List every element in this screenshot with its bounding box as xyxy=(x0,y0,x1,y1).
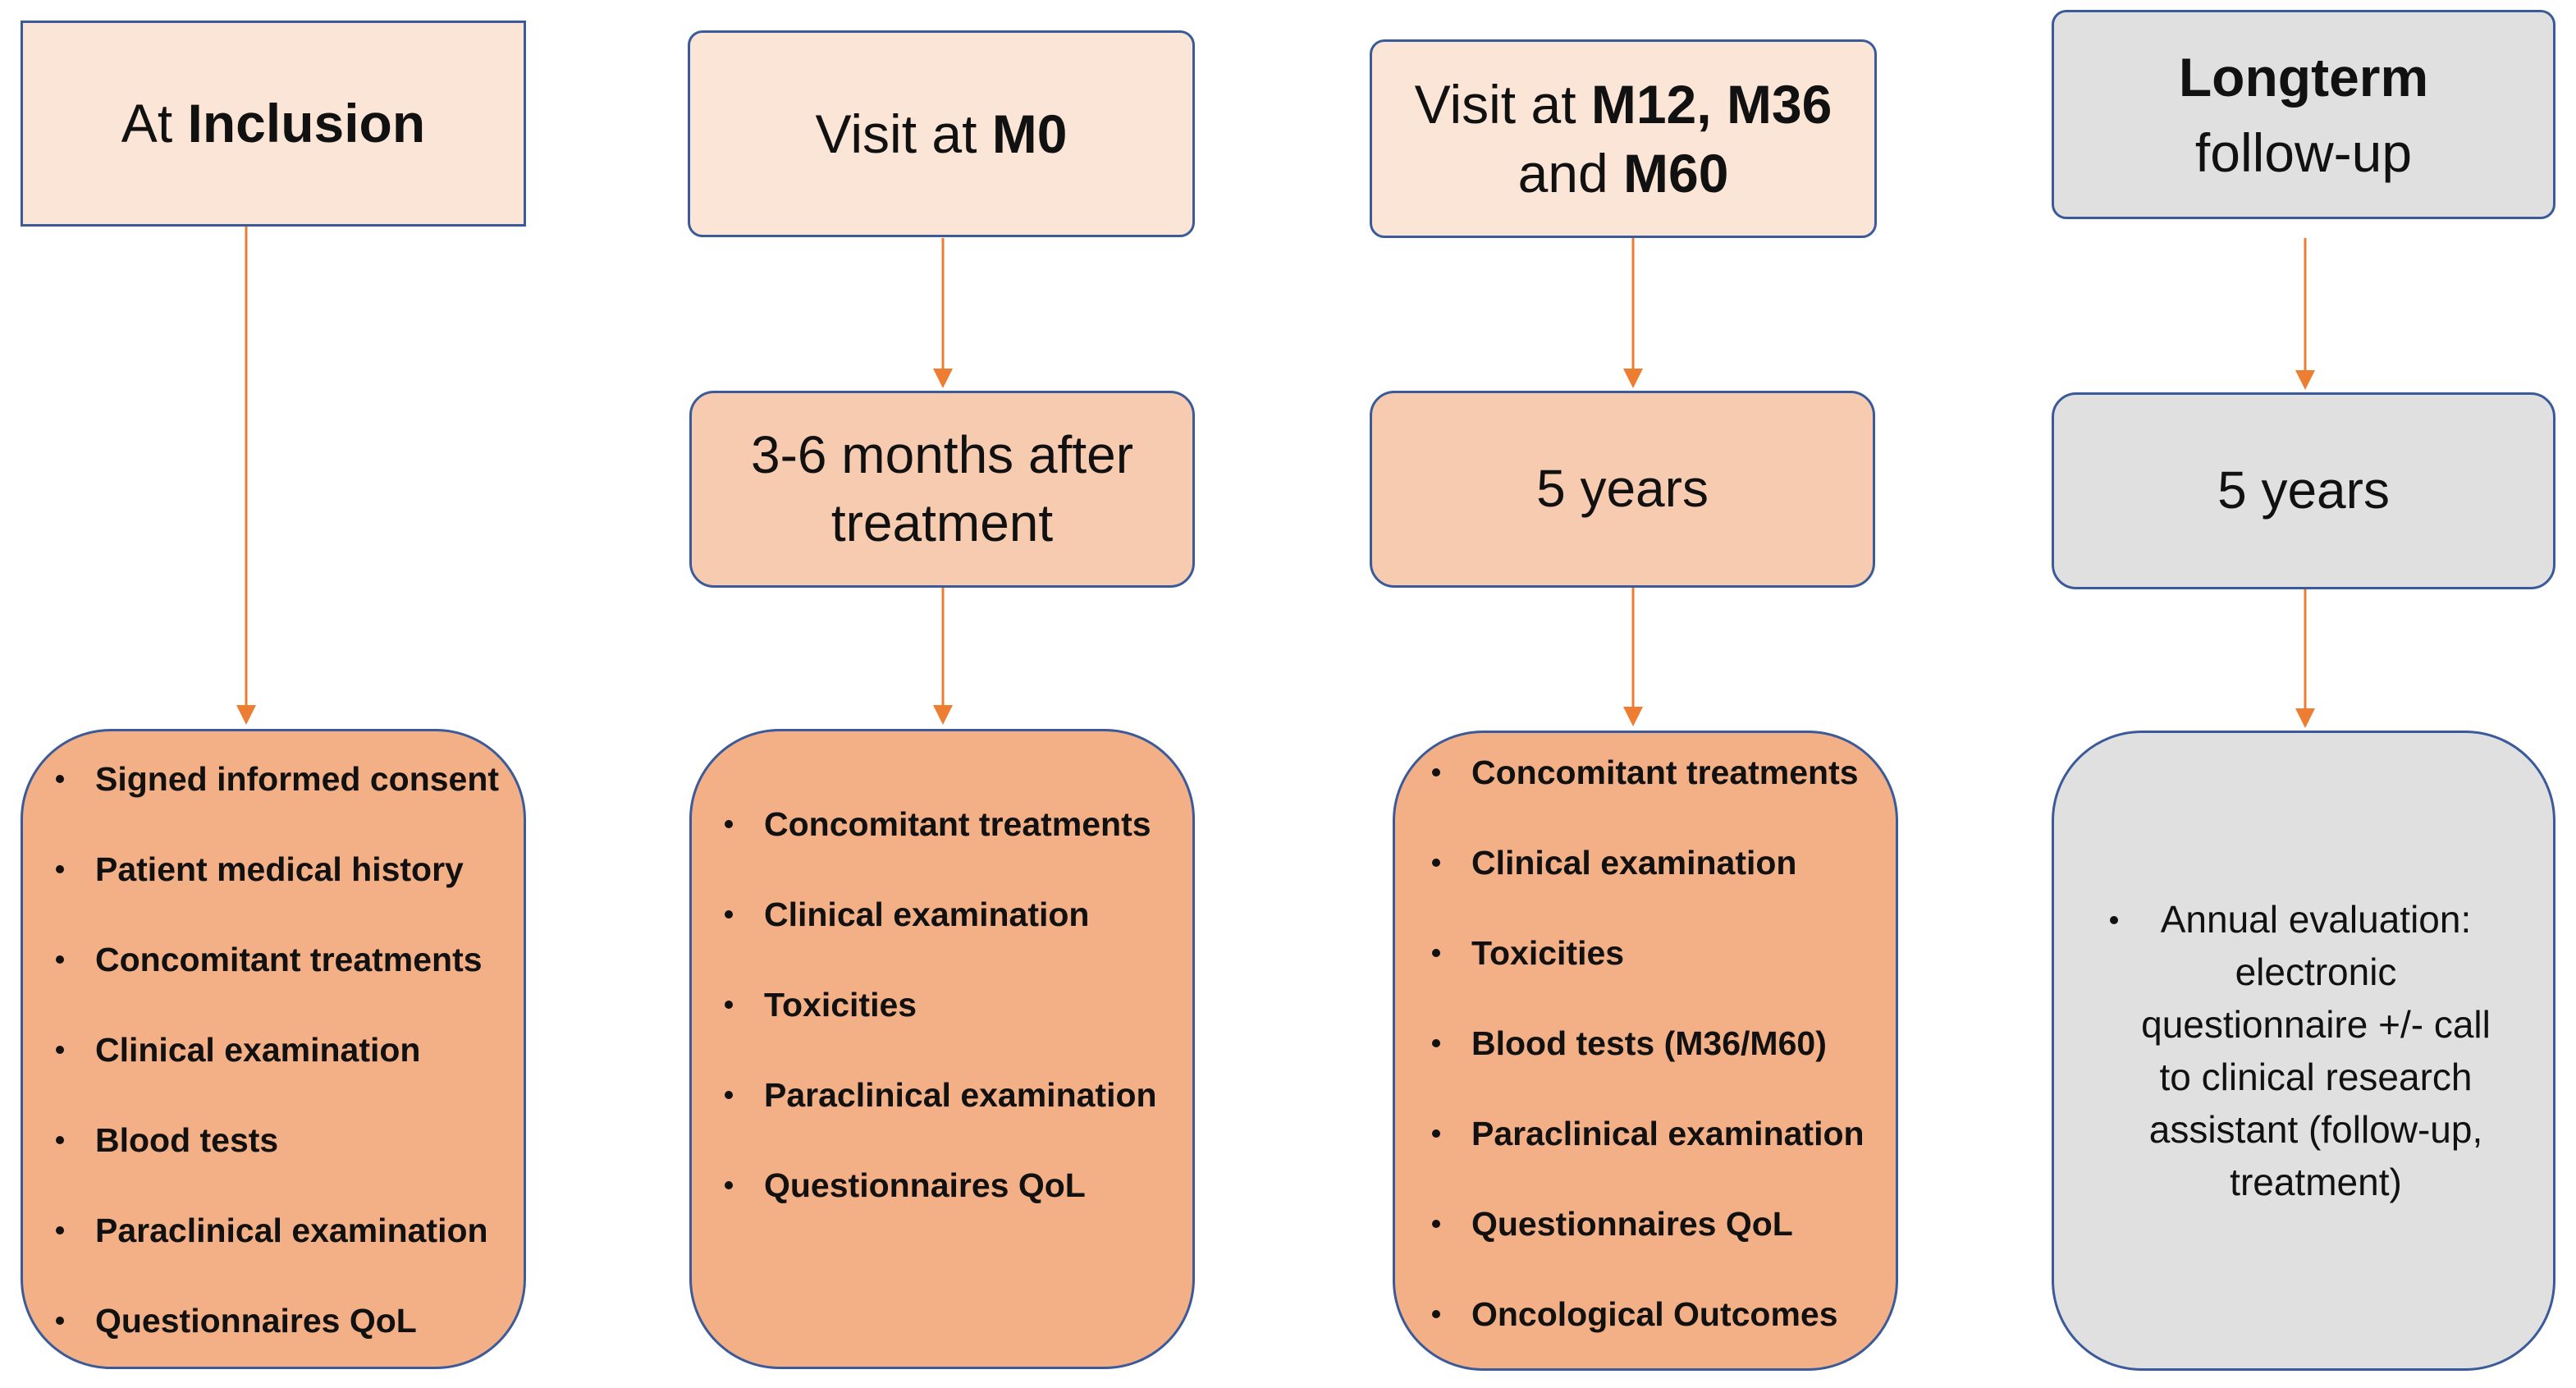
list-item: Questionnaires QoL xyxy=(56,1296,499,1345)
m12-checklist: Concomitant treatments Clinical examinat… xyxy=(1393,731,1898,1371)
list-item: Paraclinical examination xyxy=(1432,1109,1865,1158)
list-item: Clinical examination xyxy=(725,890,1157,939)
header-mid: and xyxy=(1517,143,1624,204)
annual-evaluation-box: Annual evaluation: electronic questionna… xyxy=(2052,731,2555,1371)
duration-label: 5 years xyxy=(1536,459,1709,519)
header-prefix: At xyxy=(121,93,188,154)
list-item: Signed informed consent xyxy=(56,754,499,804)
list-item: Clinical examination xyxy=(56,1025,499,1074)
header-bold: M12, M36 xyxy=(1590,74,1832,135)
header-prefix: Visit at xyxy=(1414,74,1591,135)
m0-items: Concomitant treatments Clinical examinat… xyxy=(725,799,1157,1210)
inclusion-header: At Inclusion xyxy=(21,21,526,227)
bullet-dot xyxy=(2110,916,2118,924)
inclusion-items: Signed informed consent Patient medical … xyxy=(56,754,499,1345)
longterm-duration: 5 years xyxy=(2052,392,2555,589)
list-item: Concomitant treatments xyxy=(56,935,499,984)
header-bold: Inclusion xyxy=(187,93,426,154)
duration-label: 5 years xyxy=(2217,460,2390,520)
header-rest: follow-up xyxy=(2194,121,2413,183)
list-item: Clinical examination xyxy=(1432,838,1865,887)
list-item: Blood tests xyxy=(56,1115,499,1165)
annual-evaluation-text: Annual evaluation: electronic questionna… xyxy=(2141,898,2491,1203)
longterm-header: Longterm follow-up xyxy=(2052,10,2555,219)
list-item: Toxicities xyxy=(725,980,1157,1029)
header-prefix: Visit at xyxy=(815,103,992,164)
list-item: Patient medical history xyxy=(56,845,499,894)
header-bold: Longterm xyxy=(2178,46,2429,108)
m12-m36-m60-header: Visit at M12, M36 and M60 xyxy=(1370,39,1877,238)
inclusion-checklist: Signed informed consent Patient medical … xyxy=(21,729,526,1369)
m12-duration: 5 years xyxy=(1370,391,1875,588)
m0-duration: 3-6 months after treatment xyxy=(689,391,1195,588)
m0-checklist: Concomitant treatments Clinical examinat… xyxy=(689,729,1195,1369)
list-item: Blood tests (M36/M60) xyxy=(1432,1019,1865,1068)
header-bold-2: M60 xyxy=(1623,143,1729,204)
list-item: Concomitant treatments xyxy=(725,799,1157,849)
list-item: Paraclinical examination xyxy=(56,1206,499,1255)
header-bold: M0 xyxy=(991,103,1068,164)
list-item: Oncological Outcomes xyxy=(1432,1290,1865,1339)
duration-label: 3-6 months after treatment xyxy=(751,424,1133,552)
list-item: Paraclinical examination xyxy=(725,1070,1157,1120)
list-item: Toxicities xyxy=(1432,928,1865,978)
list-item: Concomitant treatments xyxy=(1432,748,1865,797)
list-item: Questionnaires QoL xyxy=(1432,1199,1865,1248)
m0-header: Visit at M0 xyxy=(688,30,1195,237)
list-item: Questionnaires QoL xyxy=(725,1161,1157,1210)
m12-items: Concomitant treatments Clinical examinat… xyxy=(1432,748,1865,1339)
